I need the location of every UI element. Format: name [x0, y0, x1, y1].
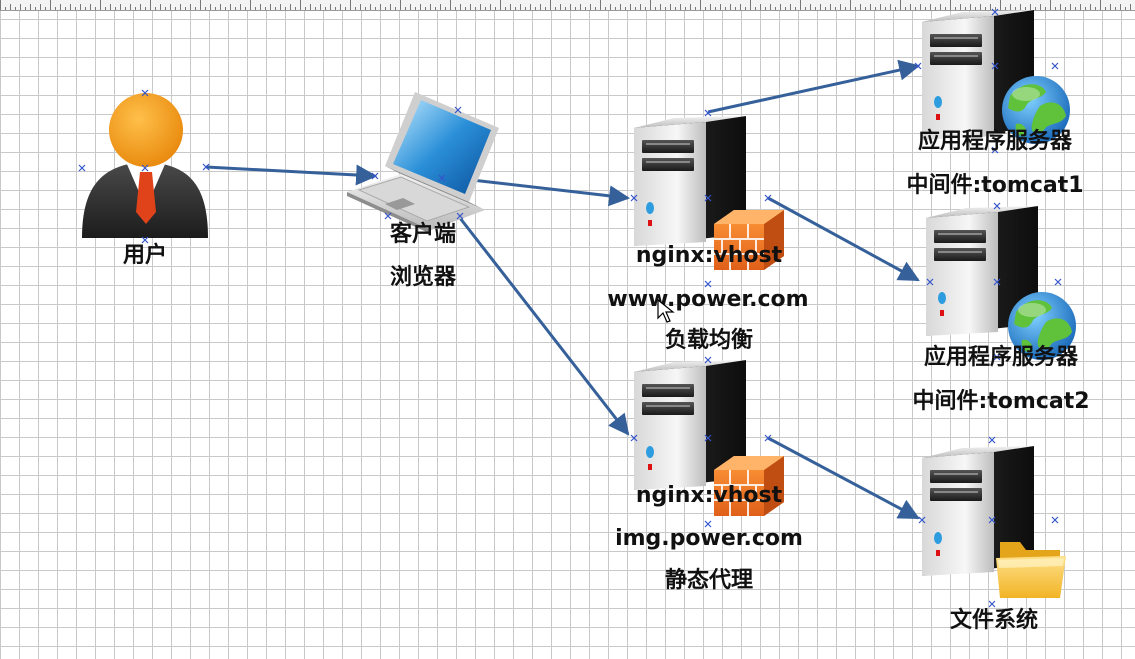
lb-vhost-label: nginx:vhost — [635, 243, 783, 268]
selection-marker — [630, 194, 638, 202]
selection-marker — [764, 194, 772, 202]
selection-marker — [704, 109, 712, 117]
selection-marker — [993, 353, 1001, 361]
person-icon[interactable] — [82, 93, 208, 238]
selection-marker — [704, 356, 712, 364]
selection-marker — [141, 164, 149, 172]
client-sublabel: 浏览器 — [389, 265, 457, 290]
app2-middleware-label: 中间件:tomcat2 — [912, 389, 1090, 414]
selection-marker — [926, 278, 934, 286]
selection-marker — [704, 520, 712, 528]
static-domain-label: img.power.com — [615, 526, 803, 551]
selection-marker — [704, 280, 712, 288]
selection-marker — [438, 174, 446, 182]
selection-marker — [993, 202, 1001, 210]
connector-client-static[interactable] — [458, 217, 630, 436]
selection-marker — [764, 434, 772, 442]
selection-marker — [1054, 278, 1062, 286]
selection-markers — [78, 8, 1062, 608]
lb-domain-label: www.power.com — [607, 287, 809, 312]
selection-marker — [704, 194, 712, 202]
selection-marker — [991, 146, 999, 154]
selection-marker — [988, 516, 996, 524]
app1-label: 应用程序服务器 — [917, 129, 1073, 154]
selection-marker — [704, 434, 712, 442]
selection-marker — [371, 172, 379, 180]
app2-label: 应用程序服务器 — [923, 345, 1079, 370]
selection-marker — [991, 62, 999, 70]
top-ruler — [0, 0, 1135, 11]
selection-marker — [914, 62, 922, 70]
selection-marker — [384, 212, 392, 220]
selection-marker — [991, 8, 999, 16]
selection-marker — [141, 236, 149, 244]
connector-client-lb[interactable] — [471, 178, 631, 207]
selection-marker — [988, 436, 996, 444]
folder-icon — [996, 542, 1066, 598]
app1-middleware-label: 中间件:tomcat1 — [906, 173, 1084, 198]
selection-marker — [918, 516, 926, 524]
static-vhost-label: nginx:vhost — [635, 483, 783, 508]
fs-label: 文件系统 — [949, 608, 1039, 633]
static-role-label: 静态代理 — [664, 568, 754, 593]
selection-marker — [988, 600, 996, 608]
laptop-icon[interactable] — [347, 92, 499, 234]
connector-static-fs[interactable] — [767, 436, 920, 520]
selection-marker — [78, 164, 86, 172]
selection-marker — [454, 106, 462, 114]
move-cursor-icon — [657, 298, 675, 323]
selection-marker — [141, 89, 149, 97]
connector-lb-app1[interactable] — [707, 59, 921, 114]
client-label: 客户端 — [389, 222, 457, 247]
lb-role-label: 负载均衡 — [664, 328, 754, 353]
selection-marker — [1051, 62, 1059, 70]
user-label: 用户 — [122, 243, 168, 268]
selection-marker — [1051, 516, 1059, 524]
selection-marker — [993, 278, 1001, 286]
selection-marker — [456, 212, 464, 220]
selection-marker — [202, 163, 210, 171]
selection-marker — [630, 434, 638, 442]
connector-lb-app2[interactable] — [767, 196, 920, 282]
connector-user-client[interactable] — [205, 164, 378, 186]
